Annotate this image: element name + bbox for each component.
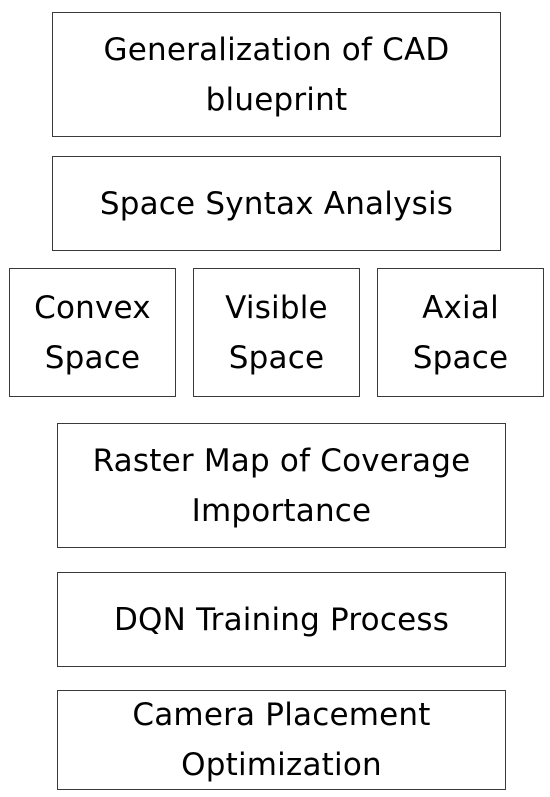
axial-space-label: Axial Space [412, 289, 509, 376]
space-syntax-analysis-label: Space Syntax Analysis [99, 185, 454, 222]
visible-space-box: Visible Space [193, 268, 360, 397]
camera-placement-box: Camera Placement Optimization [57, 690, 506, 790]
raster-map-box: Raster Map of Coverage Importance [57, 423, 506, 548]
dqn-training-label: DQN Training Process [113, 601, 450, 638]
cad-generalization-box: Generalization of CAD blueprint [52, 12, 501, 137]
camera-placement-label: Camera Placement Optimization [132, 697, 431, 783]
axial-space-box: Axial Space [377, 268, 544, 397]
raster-map-label: Raster Map of Coverage Importance [92, 442, 471, 529]
visible-space-label: Visible Space [225, 289, 328, 376]
dqn-training-box: DQN Training Process [57, 572, 506, 667]
convex-space-label: Convex Space [34, 289, 151, 376]
convex-space-box: Convex Space [9, 268, 176, 397]
cad-generalization-label: Generalization of CAD blueprint [103, 31, 450, 118]
space-syntax-analysis-box: Space Syntax Analysis [52, 156, 501, 251]
